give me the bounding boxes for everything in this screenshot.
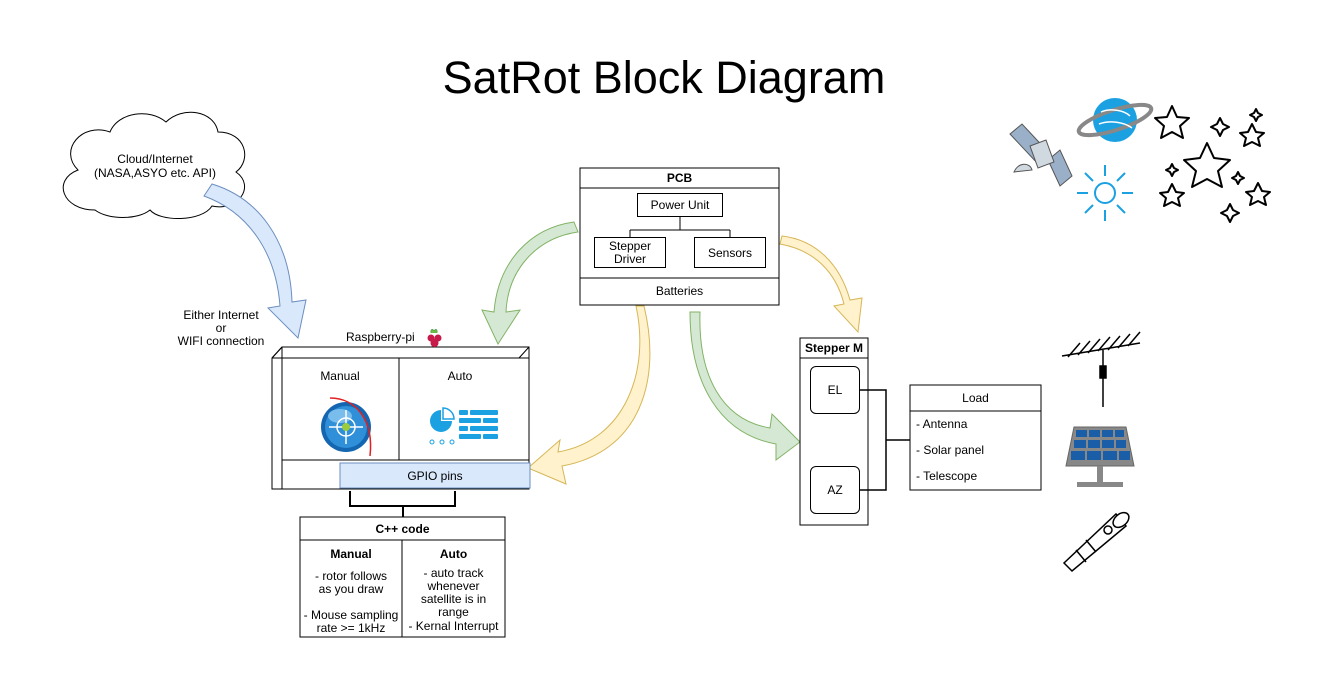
cloud-shape <box>62 111 246 220</box>
page-title: SatRot Block Diagram <box>442 52 886 103</box>
cpp-code-box <box>299 516 506 638</box>
cpp-manual-header: Manual <box>330 547 372 561</box>
stepper-driver-box: Stepper Driver <box>594 237 666 268</box>
cpp-auto-line: - Kernal Interrupt <box>408 619 499 633</box>
manual-target-globe-icon <box>321 397 372 457</box>
sensors-label: Sensors <box>707 245 753 260</box>
connection-label-line3: WIFI connection <box>177 334 265 348</box>
cloud-label-line1: Cloud/Internet <box>117 152 193 166</box>
cloud-label-line2: (NASA,ASYO etc. API) <box>93 166 217 180</box>
load-box <box>909 384 1042 491</box>
raspberry-auto-label: Auto <box>447 369 473 383</box>
telescope-icon <box>1062 511 1130 573</box>
solar-panel-icon <box>1065 426 1135 487</box>
cpp-auto-line: range <box>438 605 469 619</box>
connection-label-line2: or <box>215 321 227 335</box>
stepper-title: Stepper M <box>804 341 863 355</box>
sensors-box: Sensors <box>694 237 766 268</box>
cpp-manual-line: - rotor follows <box>314 569 388 583</box>
el-motor-box: EL <box>810 366 860 414</box>
load-item: - Antenna <box>916 417 968 431</box>
auto-dashboard-icon <box>429 407 498 445</box>
arrow-pcb-to-gpio <box>527 305 651 485</box>
cpp-manual-line: rate >= 1kHz <box>316 621 386 635</box>
cpp-auto-line: - auto track <box>423 566 484 580</box>
batteries-label: Batteries <box>655 284 704 298</box>
az-motor-label: AZ <box>827 483 843 497</box>
pcb-title: PCB <box>666 171 693 185</box>
connection-label-line1: Either Internet <box>183 308 259 322</box>
gpio-pins-label: GPIO pins <box>407 469 463 483</box>
cpp-manual-line: as you draw <box>318 582 384 596</box>
satellite-icon <box>1009 123 1073 187</box>
planet-icon <box>1076 98 1154 142</box>
gpio-pins-bar <box>339 462 531 489</box>
power-unit-box: Power Unit <box>637 193 723 217</box>
arrow-pcb-to-raspberry <box>481 221 579 346</box>
az-motor-box: AZ <box>810 466 860 514</box>
stepper-driver-label-line1: Stepper <box>608 238 652 253</box>
arrow-cloud-to-raspberry <box>203 183 307 340</box>
raspberry-manual-label: Manual <box>320 369 360 383</box>
sun-icon <box>1077 165 1133 221</box>
stepper-load-bracket <box>860 389 910 491</box>
raspberry-logo-icon <box>427 329 442 347</box>
raspberry-label: Raspberry-pi <box>346 330 415 344</box>
cpp-auto-line: satellite is in <box>420 592 487 606</box>
load-item: - Solar panel <box>916 443 985 457</box>
stars-icon <box>1154 105 1271 223</box>
stepper-driver-label-line2: Driver <box>614 251 646 266</box>
load-title: Load <box>962 391 989 405</box>
antenna-icon <box>1061 331 1141 407</box>
cpp-manual-line: - Mouse sampling <box>303 608 399 622</box>
cpp-auto-header: Auto <box>439 547 468 561</box>
gpio-bracket <box>349 491 456 517</box>
cpp-title: C++ code <box>375 522 430 536</box>
cpp-auto-line: whenever <box>427 579 480 593</box>
el-motor-label: EL <box>827 383 843 397</box>
load-item: - Telescope <box>916 469 978 483</box>
arrow-pcb-to-stepper <box>689 311 801 461</box>
arrow-pcb-to-stepper-top <box>779 235 863 334</box>
pcb-box <box>579 167 780 306</box>
power-unit-label: Power Unit <box>650 198 710 212</box>
